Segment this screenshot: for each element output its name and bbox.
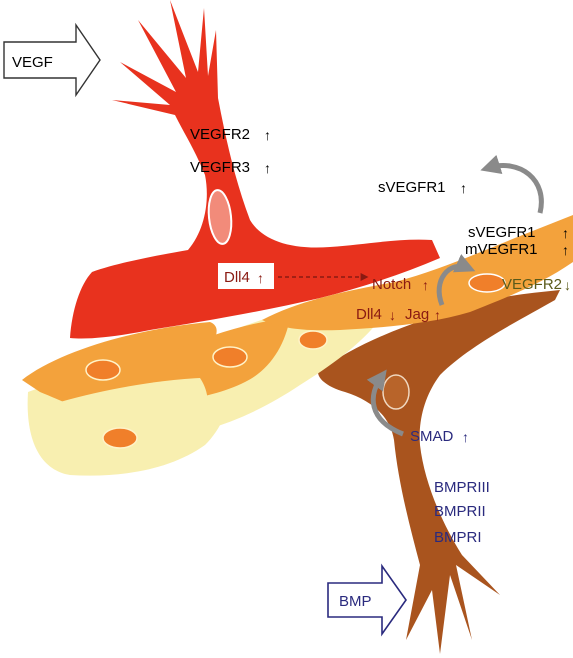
bmpriii-label: BMPRIII [434, 479, 490, 496]
vegfr3-label: VEGFR3 [190, 159, 250, 176]
mvegfr1-up-arrow: ↑ [562, 242, 569, 258]
svegfr1-up-arrow: ↑ [562, 225, 569, 241]
nucleus-2 [103, 428, 137, 448]
bmprii-label: BMPRII [434, 503, 486, 520]
vegfr2-stalk-label: VEGFR2 [502, 276, 562, 293]
sVEGFR1-secretion-arrow [488, 166, 541, 213]
bmp-label: BMP [339, 593, 372, 610]
jag-label: Jag [405, 306, 429, 323]
dll4-stalk-down-arrow: ↓ [389, 307, 396, 323]
svegfr1-secreted-up-arrow: ↑ [460, 180, 467, 196]
mvegfr1-label: mVEGFR1 [465, 241, 538, 258]
bmp-cell-nucleus [383, 375, 409, 409]
bmpri-label: BMPRI [434, 529, 482, 546]
svegfr1-label: sVEGFR1 [468, 224, 536, 241]
smad-label: SMAD [410, 428, 454, 445]
nucleus-4 [299, 331, 327, 349]
vegfr2-stalk-down-arrow: ↓ [564, 277, 571, 293]
dll4-tip-label: Dll4 [224, 269, 250, 286]
vegfr2-tip-label: VEGFR2 [190, 126, 250, 143]
dll4-stalk-label: Dll4 [356, 306, 382, 323]
vegfr2-tip-up-arrow: ↑ [264, 127, 271, 143]
vegf-label: VEGF [12, 54, 53, 71]
jag-up-arrow: ↑ [434, 307, 441, 323]
dll4-tip-up-arrow: ↑ [257, 270, 264, 286]
smad-up-arrow: ↑ [462, 429, 469, 445]
nucleus-3 [213, 347, 247, 367]
nucleus-5 [469, 274, 505, 292]
bmp-input-arrow: BMP [328, 566, 406, 634]
svegfr1-secreted-label: sVEGFR1 [378, 179, 446, 196]
notch-label: Notch [372, 276, 411, 293]
vegfr3-up-arrow: ↑ [264, 160, 271, 176]
nucleus-1 [86, 360, 120, 380]
notch-up-arrow: ↑ [422, 277, 429, 293]
vegf-input-arrow: VEGF [4, 25, 100, 95]
